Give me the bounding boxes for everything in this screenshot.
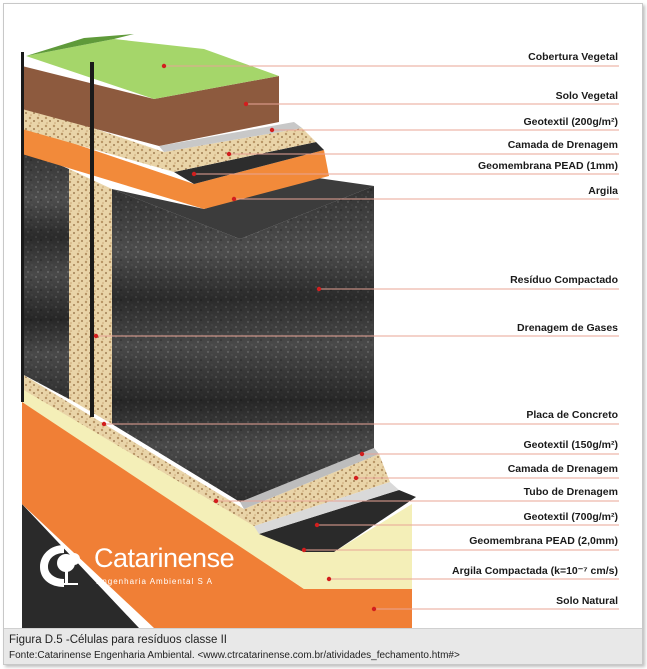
label-geomembrana-pead-2mm: Geomembrana PEAD (2,0mm) — [469, 535, 618, 547]
label-drenagem-de-gases: Drenagem de Gases — [517, 322, 618, 334]
leader-point — [371, 606, 377, 612]
logo-name: Catarinense — [94, 543, 235, 573]
catarinense-logo: Catarinense Engenharia Ambiental S A — [36, 539, 246, 599]
layer-cobertura-vegetal — [26, 39, 279, 99]
leader-point — [161, 63, 167, 69]
tree-logo-icon — [40, 545, 80, 587]
leader-point — [269, 127, 275, 133]
layer-argila-cap — [22, 126, 329, 209]
leader-point — [314, 522, 320, 528]
label-solo-vegetal: Solo Vegetal — [555, 90, 618, 102]
leader-point — [101, 421, 107, 427]
layer-geotextil-700 — [254, 482, 399, 534]
layer-geotextil-150 — [240, 448, 379, 509]
label-placa-de-concreto: Placa de Concreto — [526, 409, 618, 421]
leader-point — [213, 498, 219, 504]
layer-geomembrana-pead-bottom — [259, 490, 416, 552]
leader-point — [353, 475, 359, 481]
logo-subtitle: Engenharia Ambiental S A — [96, 577, 213, 586]
label-residuo-compactado: Resíduo Compactado — [510, 274, 618, 286]
base-ground — [22, 504, 139, 628]
leader-points — [93, 63, 377, 612]
leader-point — [316, 286, 322, 292]
leader-point — [191, 171, 197, 177]
label-geotextil-700: Geotextil (700g/m²) — [523, 511, 618, 523]
leader-point — [326, 576, 332, 582]
caption-title: Figura D.5 -Células para resíduos classe… — [9, 634, 227, 646]
figure-caption: Figura D.5 -Células para resíduos classe… — [4, 628, 642, 664]
leader-point — [243, 101, 249, 107]
label-tubo-de-drenagem: Tubo de Drenagem — [523, 486, 618, 498]
label-cobertura-vegetal: Cobertura Vegetal — [528, 51, 618, 63]
caption-source: Fonte:Catarinense Engenharia Ambiental. … — [9, 650, 460, 661]
label-solo-natural: Solo Natural — [556, 595, 618, 607]
leader-point — [231, 196, 237, 202]
leader-point — [226, 151, 232, 157]
layer-geotextil-200 — [159, 122, 302, 152]
leader-point — [93, 333, 99, 339]
cross-section-edge — [21, 52, 24, 402]
gas-vent-pipe — [90, 62, 94, 417]
label-camada-drenagem-top: Camada de Drenagem — [507, 139, 618, 151]
landfill-cross-section-diagram — [21, 34, 619, 628]
label-argila-compactada: Argila Compactada (k=10⁻⁷ cm/s) — [452, 565, 618, 577]
label-geomembrana-pead-1mm: Geomembrana PEAD (1mm) — [477, 160, 618, 172]
layer-argila-compactada — [22, 379, 412, 589]
leader-point — [359, 451, 365, 457]
label-geotextil-200: Geotextil (200g/m²) — [523, 116, 618, 128]
layer-solo-vegetal — [22, 66, 279, 146]
waste-top-face — [112, 176, 374, 239]
label-camada-drenagem-bottom: Camada de Drenagem — [507, 463, 618, 475]
layer-camada-drenagem-bottom — [22, 374, 390, 526]
figure-frame: Cobertura Vegetal Solo Vegetal Geotextil… — [3, 3, 643, 665]
label-geotextil-150: Geotextil (150g/m²) — [523, 439, 618, 451]
leader-lines — [96, 65, 619, 610]
layer-camada-drenagem-top — [22, 104, 316, 172]
leader-point — [301, 547, 307, 553]
label-argila: Argila — [588, 185, 618, 197]
layer-solo-natural — [22, 399, 412, 628]
